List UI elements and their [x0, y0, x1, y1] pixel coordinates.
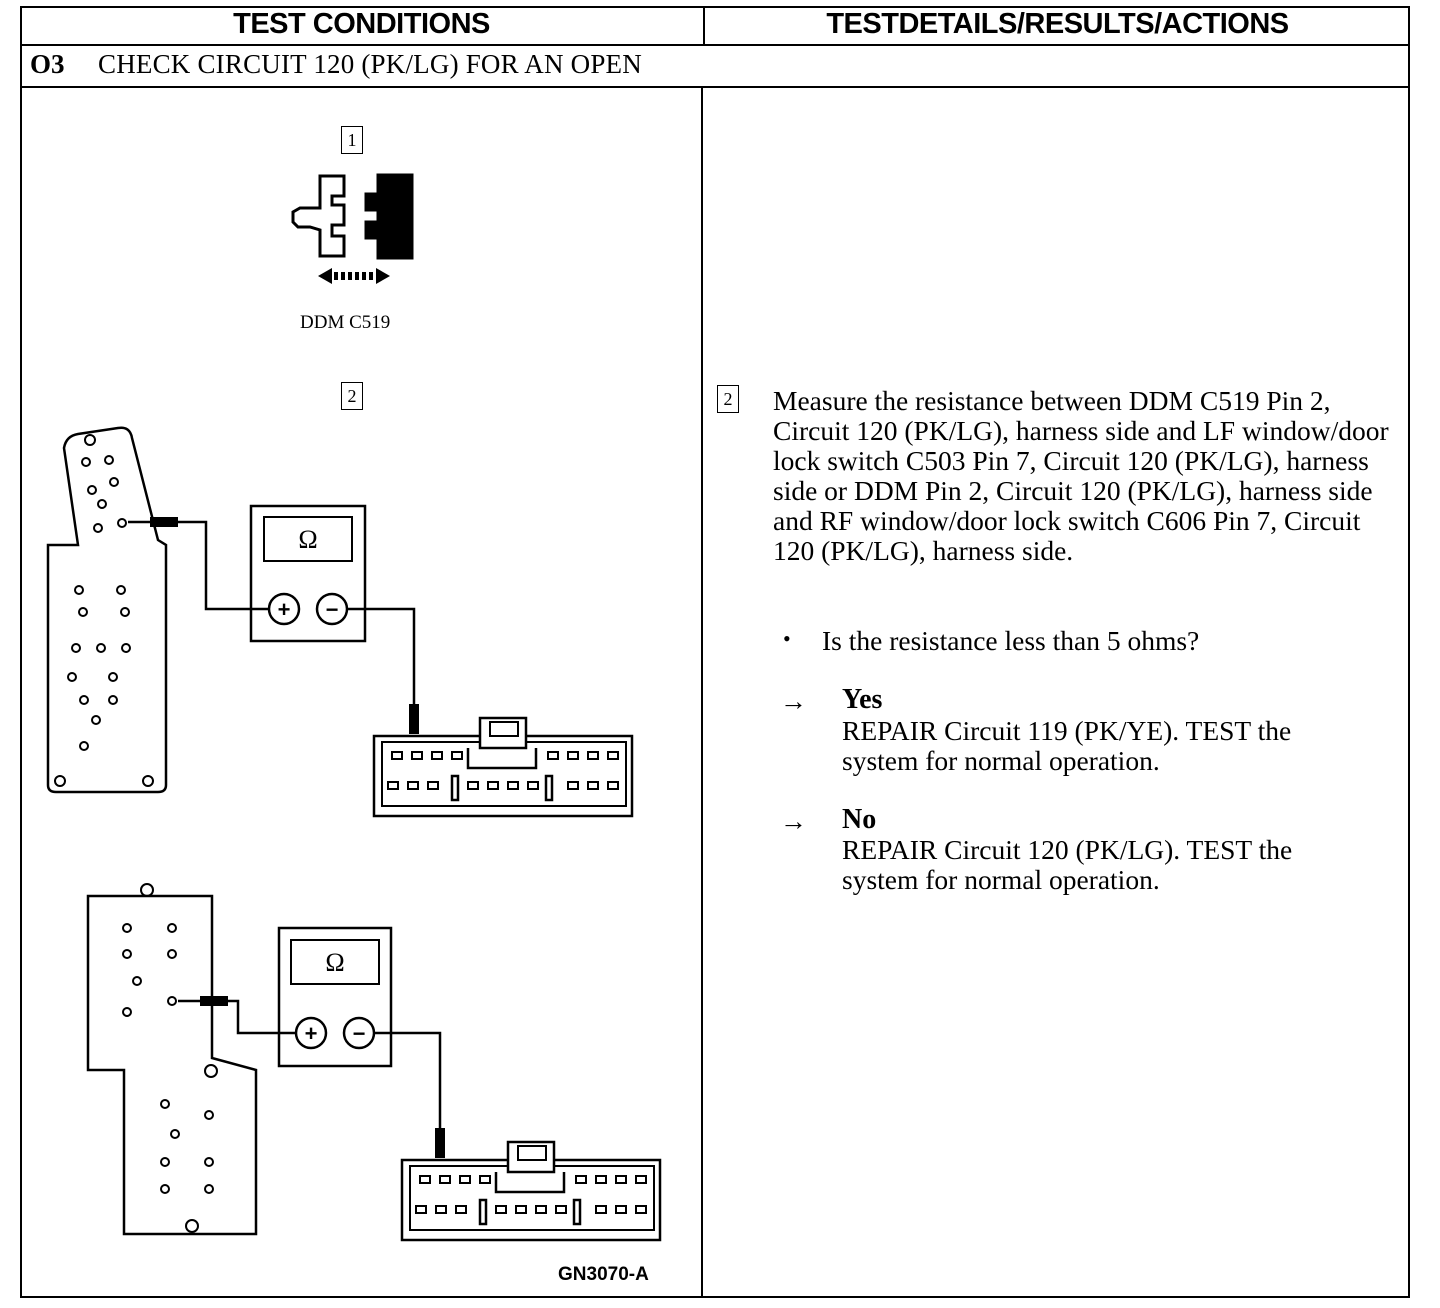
lf-switch-pins [54, 434, 154, 787]
rf-switch-plate [86, 894, 258, 1236]
question-text: Is the resistance less than 5 ohms? [822, 625, 1200, 656]
probe-2b [435, 1128, 445, 1158]
step-box-2: 2 [341, 382, 363, 410]
connector-label: DDM C519 [300, 312, 391, 333]
step-title: CHECK CIRCUIT 120 (PK/LG) FOR AN OPEN [98, 49, 642, 79]
body-column-divider [701, 86, 703, 1298]
yes-label: Yes [842, 684, 883, 715]
ohm-symbol-1: Ω [298, 525, 317, 554]
lf-switch-plate [46, 426, 168, 794]
double-arrow-icon [318, 268, 390, 284]
harness-pins-1 [387, 751, 619, 790]
instruction-text: Measure the resistance between DDM C519 … [773, 385, 1389, 566]
table-frame [20, 6, 1410, 1298]
header-divider [20, 44, 1410, 46]
no-arrow-icon: → [780, 806, 807, 836]
plus-symbol-2: + [305, 1021, 318, 1046]
ohm-symbol-2: Ω [325, 948, 344, 977]
harness-connector-2 [400, 1140, 662, 1242]
no-action: REPAIR Circuit 120 (PK/LG). TEST the sys… [842, 834, 1293, 895]
ohmmeter-1 [249, 504, 367, 643]
figure-id: GN3070-A [558, 1264, 649, 1285]
connector-disconnect-icon [291, 173, 414, 260]
rf-switch-pins [122, 883, 218, 1233]
probe-1b [409, 704, 419, 734]
probe-2a [200, 996, 228, 1006]
no-label: No [842, 804, 877, 835]
ohmmeter-2 [277, 926, 393, 1068]
test-details-header: TESTDETAILS/RESULTS/ACTIONS [826, 8, 1289, 40]
probe-1a [150, 517, 178, 527]
plus-symbol-1: + [278, 597, 291, 622]
yes-action: REPAIR Circuit 119 (PK/YE). TEST the sys… [842, 715, 1292, 776]
bullet: • [783, 626, 791, 651]
harness-pins-2 [415, 1175, 647, 1214]
minus-symbol-1: − [326, 597, 339, 622]
test-conditions-header: TEST CONDITIONS [233, 8, 490, 40]
step-id: O3 [30, 49, 65, 79]
step-row-divider [20, 86, 1410, 88]
step-box-1: 1 [341, 126, 363, 154]
minus-symbol-2: − [353, 1021, 366, 1046]
yes-arrow-icon: → [780, 686, 807, 716]
header-column-divider [703, 6, 705, 46]
details-step-box: 2 [717, 385, 739, 413]
